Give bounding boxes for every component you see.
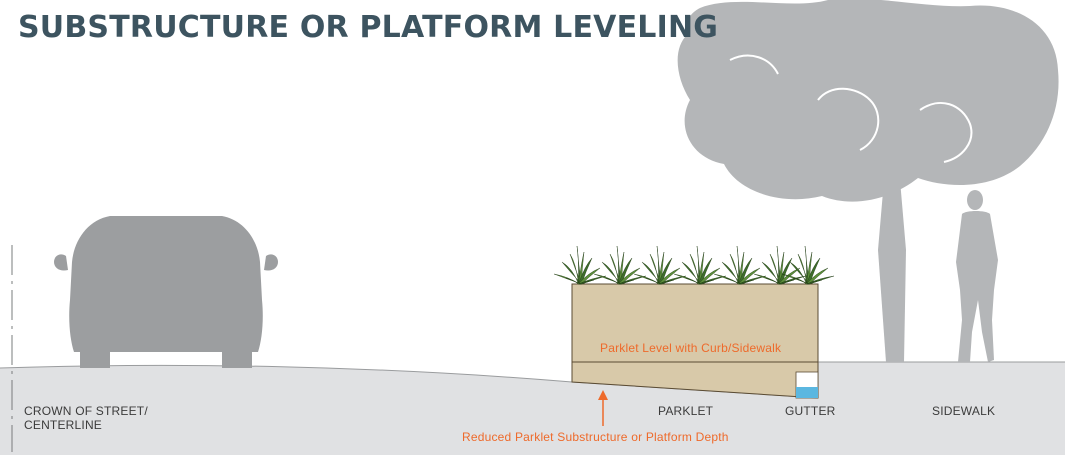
parklet-level-label: Parklet Level with Curb/Sidewalk [600, 341, 782, 355]
plant-clump [633, 245, 687, 285]
pedestrian-icon [956, 190, 998, 362]
reduced-depth-label: Reduced Parklet Substructure or Platform… [462, 430, 729, 444]
crown-label-line2: CENTERLINE [24, 418, 103, 432]
planter-box [571, 283, 819, 363]
car-icon [54, 216, 278, 368]
plant-clump [781, 245, 835, 285]
plant-clump [593, 245, 647, 285]
crown-label-line1: CROWN OF STREET/ [24, 404, 148, 418]
plant-clump [713, 245, 767, 285]
tree-canopy-highlights [729, 54, 973, 163]
plant-clump [673, 245, 727, 285]
plant-clump [553, 245, 607, 285]
gutter-water [796, 387, 818, 398]
plants-icon [553, 245, 835, 285]
parklet-label: PARKLET [658, 404, 714, 418]
street-ground [0, 362, 1065, 455]
arrow-up-icon [598, 390, 608, 426]
page-title: SUBSTRUCTURE OR PLATFORM LEVELING [18, 10, 719, 45]
plant-clump [753, 245, 807, 285]
gutter-label: GUTTER [785, 404, 836, 418]
sidewalk-label: SIDEWALK [932, 404, 996, 418]
